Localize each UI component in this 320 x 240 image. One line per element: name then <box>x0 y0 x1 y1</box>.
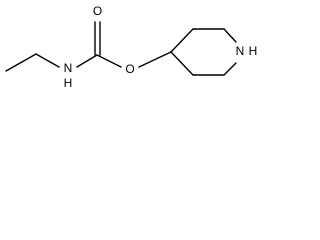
bond-ester-o-ring-carbon <box>138 51 172 68</box>
ester-oxygen-label: O <box>125 62 134 76</box>
bond-ch3-ch2 <box>5 53 37 72</box>
ring-nitrogen-label: N <box>236 44 245 58</box>
bond-ring-n-c6 <box>223 62 237 76</box>
bonds <box>5 21 237 76</box>
bond-ch2-n <box>35 53 60 68</box>
chemical-structure: O N H O N H <box>5 4 258 90</box>
bond-ring-c5-c4 <box>170 51 194 76</box>
bond-ring-c2-n <box>223 28 237 43</box>
bond-carbonyl-carbon-ester-o <box>96 54 122 68</box>
atom-labels: O N H O N H <box>64 4 258 90</box>
carbamate-nitrogen-label: N <box>64 61 73 75</box>
ring-nitrogen-hydrogen-label: H <box>249 44 258 58</box>
carbonyl-oxygen-label: O <box>93 4 102 18</box>
bond-n-carbonyl-carbon <box>76 54 98 68</box>
bond-ring-c4-c3 <box>170 28 194 53</box>
carbamate-nitrogen-hydrogen-label: H <box>64 76 73 90</box>
